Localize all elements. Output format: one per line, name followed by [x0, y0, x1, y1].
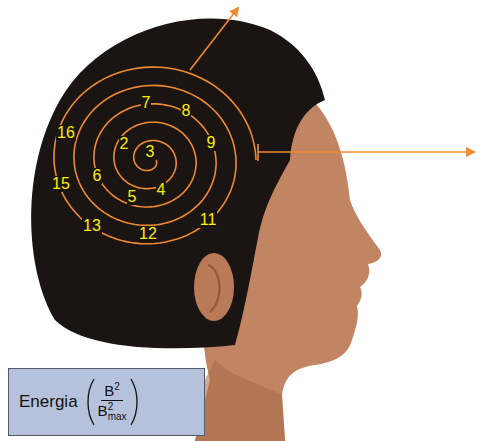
callout-number: 12 [138, 226, 158, 242]
callout-number: 9 [206, 135, 217, 151]
exponent: 2 [114, 381, 120, 392]
coil-spiral [54, 67, 256, 244]
callout-number: 11 [199, 212, 218, 228]
ear-inner [208, 265, 220, 312]
fraction: B2B2max [98, 382, 127, 422]
subscript: max [108, 412, 127, 422]
box-title: Energia [19, 392, 78, 412]
callout-number: 3 [145, 144, 156, 160]
callout-number: 15 [51, 176, 71, 192]
ear [194, 253, 234, 321]
parenthesis [86, 377, 96, 427]
field-arrow-up [190, 8, 238, 70]
callout-number: 4 [156, 182, 167, 198]
exponent: 2 [108, 402, 127, 412]
callout-number: 8 [181, 103, 192, 119]
coil-tick [257, 144, 259, 161]
callout-number: 7 [141, 95, 152, 111]
hair [31, 18, 325, 348]
callout-number: 16 [56, 125, 76, 141]
face-shade [195, 360, 285, 441]
field-arrow-right [258, 151, 474, 153]
callout-number: 6 [92, 168, 103, 184]
variable: B [104, 382, 114, 399]
callout-number: 5 [127, 189, 138, 205]
variable: B [98, 402, 108, 419]
parenthesis [129, 377, 139, 427]
callout-number: 13 [82, 218, 102, 234]
callout-number: 2 [119, 136, 130, 152]
formula-box: EnergiaB2B2max [8, 368, 205, 436]
